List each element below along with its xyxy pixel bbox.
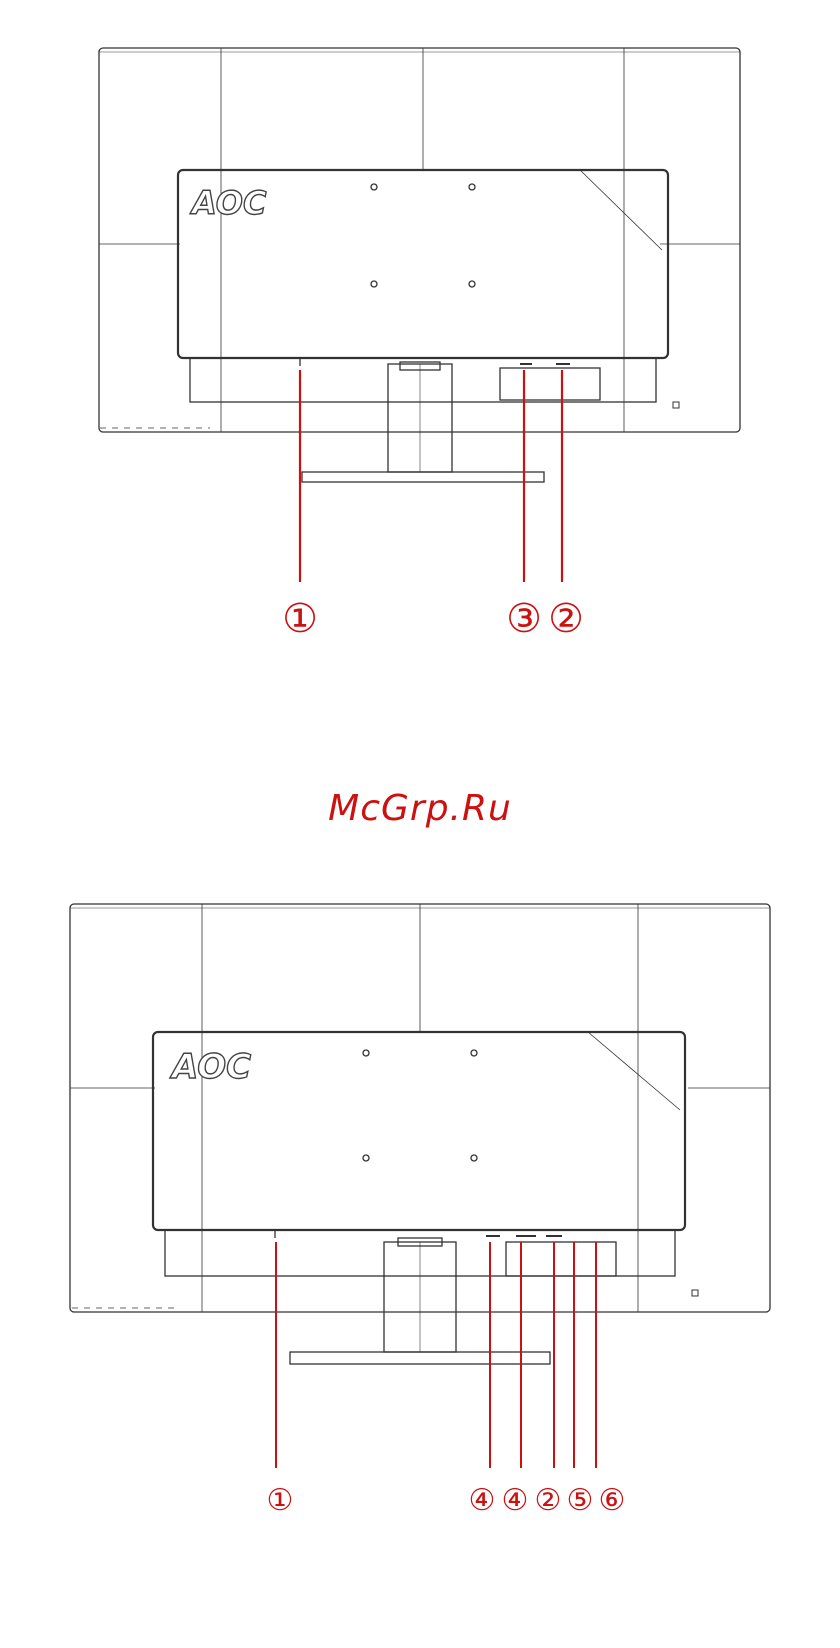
vesa-hole <box>471 1155 477 1161</box>
vesa-hole <box>371 281 377 287</box>
port-panel <box>506 1242 616 1276</box>
vesa-hole <box>469 184 475 190</box>
aoc-logo: AOC <box>169 1047 251 1087</box>
callout-label-4: ④ <box>469 1483 496 1518</box>
vesa-hole <box>363 1050 369 1056</box>
port-panel <box>500 368 600 400</box>
callout-label-1: ① <box>267 1483 294 1518</box>
vesa-hole <box>371 184 377 190</box>
monitor-rear-diagram-1: AOC ① ③ ② <box>0 0 840 700</box>
vesa-hole <box>471 1050 477 1056</box>
monitor-rear-diagram-2: AOC ① ④ ④ ② ⑤ ⑥ <box>0 880 840 1648</box>
vesa-hole <box>363 1155 369 1161</box>
callout-label-1: ① <box>282 596 318 642</box>
callout-label-5: ⑤ <box>567 1483 594 1518</box>
stand-base <box>290 1352 550 1364</box>
vesa-hole <box>469 281 475 287</box>
watermark: McGrp.Ru <box>0 788 840 829</box>
callout-label-4b: ④ <box>502 1483 529 1518</box>
stand-base <box>302 472 544 482</box>
callout-label-2: ② <box>535 1483 562 1518</box>
monitor-rear-drawing-2: AOC ① ④ ④ ② ⑤ ⑥ <box>0 880 840 1648</box>
callout-label-3: ③ <box>506 596 542 642</box>
monitor-frame <box>99 48 740 432</box>
callout-label-6: ⑥ <box>599 1483 626 1518</box>
monitor-rear-drawing-1: AOC ① ③ ② <box>0 0 840 700</box>
aoc-logo: AOC <box>189 184 267 222</box>
callout-label-2: ② <box>548 596 584 642</box>
